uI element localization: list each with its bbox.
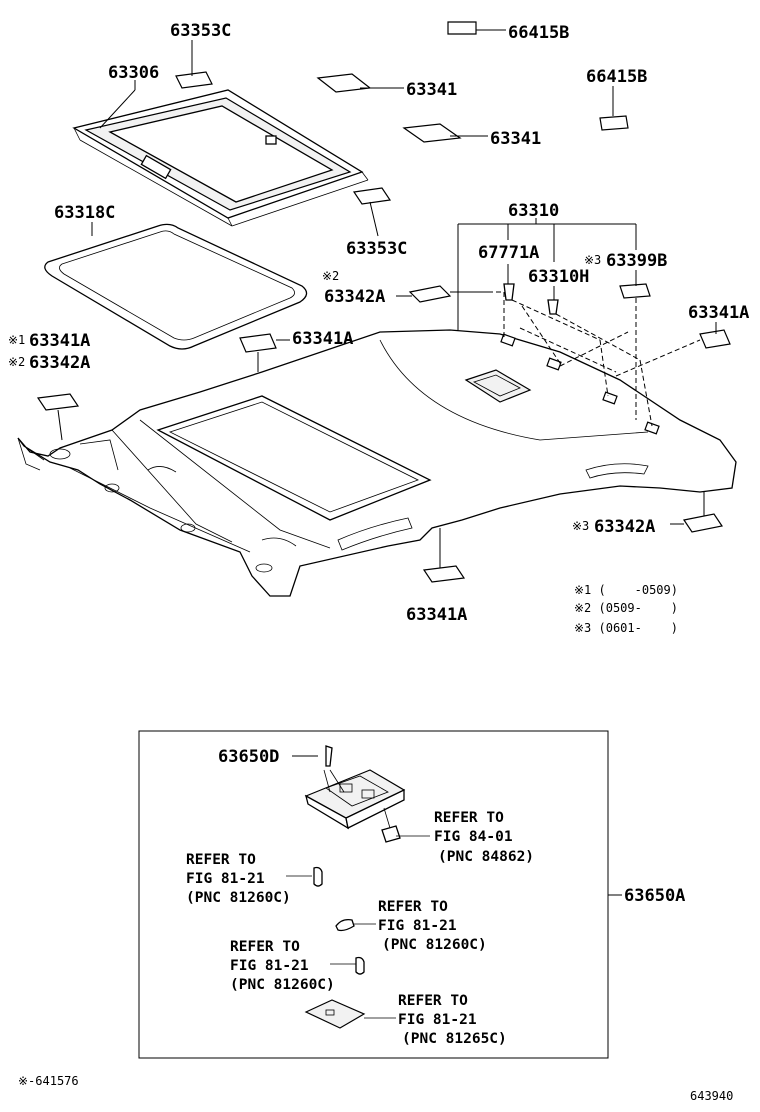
note-1: ※1 ( -0509) <box>574 583 678 597</box>
refer-block-3: REFER TO FIG 81-21 (PNC 81260C) <box>378 899 487 953</box>
map-lamp <box>304 745 430 843</box>
bulb-3 <box>355 956 365 975</box>
footer-left-code: ※-641576 <box>18 1074 79 1088</box>
refer-2-line3: (PNC 81260C) <box>186 890 291 906</box>
callout-63341-b: 63341 <box>490 129 541 149</box>
callout-63650d: 63650D <box>218 747 279 767</box>
sunshade-panel <box>72 89 369 227</box>
refer-block-4: REFER TO FIG 81-21 (PNC 81260C) <box>230 939 356 993</box>
refer-1-line2: FIG 84-01 <box>434 829 513 845</box>
refer-5-line3: (PNC 81265C) <box>402 1031 507 1047</box>
callout-63399b: 63399B <box>606 251 667 271</box>
callout-63318c: 63318C <box>54 203 115 223</box>
clip-63310h <box>547 299 559 315</box>
period-notes: ※1 ( -0509) ※2 (0509- ) ※3 (0601- ) <box>574 583 678 635</box>
callout-63342a-bottom: 63342A <box>594 517 655 537</box>
callout-63310h: 63310H <box>528 267 589 287</box>
lamp-assembly-box: 63650A 63650D REFER TO FIG <box>138 730 685 1059</box>
mark-1-63341a-left: ※1 <box>8 333 25 347</box>
callout-63342a-left: 63342A <box>29 353 90 373</box>
callout-63341a-right: 63341A <box>688 303 749 323</box>
refer-4-line1: REFER TO <box>230 939 300 955</box>
refer-3-line1: REFER TO <box>378 899 448 915</box>
note-2: ※2 (0509- ) <box>574 601 678 615</box>
mark-3-63342a-bottom: ※3 <box>572 519 589 533</box>
refer-5-line2: FIG 81-21 <box>398 1012 477 1028</box>
callout-63650a: 63650A <box>624 886 685 906</box>
callout-66415b-top: 66415B <box>508 23 569 43</box>
refer-block-5: REFER TO FIG 81-21 (PNC 81265C) <box>398 993 507 1047</box>
headliner <box>17 329 737 597</box>
leaders <box>57 29 717 568</box>
refer-4-line3: (PNC 81260C) <box>230 977 335 993</box>
mark-3-63399b: ※3 <box>584 253 601 267</box>
refer-block-1: REFER TO FIG 84-01 (PNC 84862) <box>434 810 534 865</box>
callout-63341a-mid: 63341A <box>292 329 353 349</box>
callout-63353c-top: 63353C <box>170 21 231 41</box>
refer-block-2: REFER TO FIG 81-21 (PNC 81260C) <box>186 852 312 906</box>
refer-1-line3: (PNC 84862) <box>438 849 534 865</box>
bulb-1 <box>313 866 323 887</box>
footer-right-code: 643940 <box>690 1089 733 1103</box>
callout-67771a: 67771A <box>478 243 539 263</box>
callout-63310: 63310 <box>508 201 559 221</box>
callout-66415b-right: 66415B <box>586 67 647 87</box>
clip-67771a <box>503 283 515 301</box>
glass-seal <box>44 223 308 350</box>
mark-2-63342a-top: ※2 <box>322 269 339 283</box>
refer-5-line1: REFER TO <box>398 993 468 1009</box>
refer-4-line2: FIG 81-21 <box>230 958 309 974</box>
refer-2-line2: FIG 81-21 <box>186 871 265 887</box>
lens <box>304 999 366 1029</box>
callout-63353c-mid: 63353C <box>346 239 407 259</box>
callout-63341-a: 63341 <box>406 80 457 100</box>
refer-3-line3: (PNC 81260C) <box>382 937 487 953</box>
refer-1-line1: REFER TO <box>434 810 504 826</box>
refer-2-line1: REFER TO <box>186 852 256 868</box>
callout-63306: 63306 <box>108 63 159 83</box>
pad-66415b-top <box>447 21 477 35</box>
callout-63341a-bottom: 63341A <box>406 605 467 625</box>
callout-63342a-top: 63342A <box>324 287 385 307</box>
note-3: ※3 (0601- ) <box>574 621 678 635</box>
mark-2-63342a-left: ※2 <box>8 355 25 369</box>
callout-63341a-left: 63341A <box>29 331 90 351</box>
refer-3-line2: FIG 81-21 <box>378 918 457 934</box>
callout-labels: 63353C 63306 66415B 63341 66415B 63341 6… <box>8 21 749 625</box>
pads <box>36 21 731 583</box>
bulb-2 <box>335 918 355 932</box>
